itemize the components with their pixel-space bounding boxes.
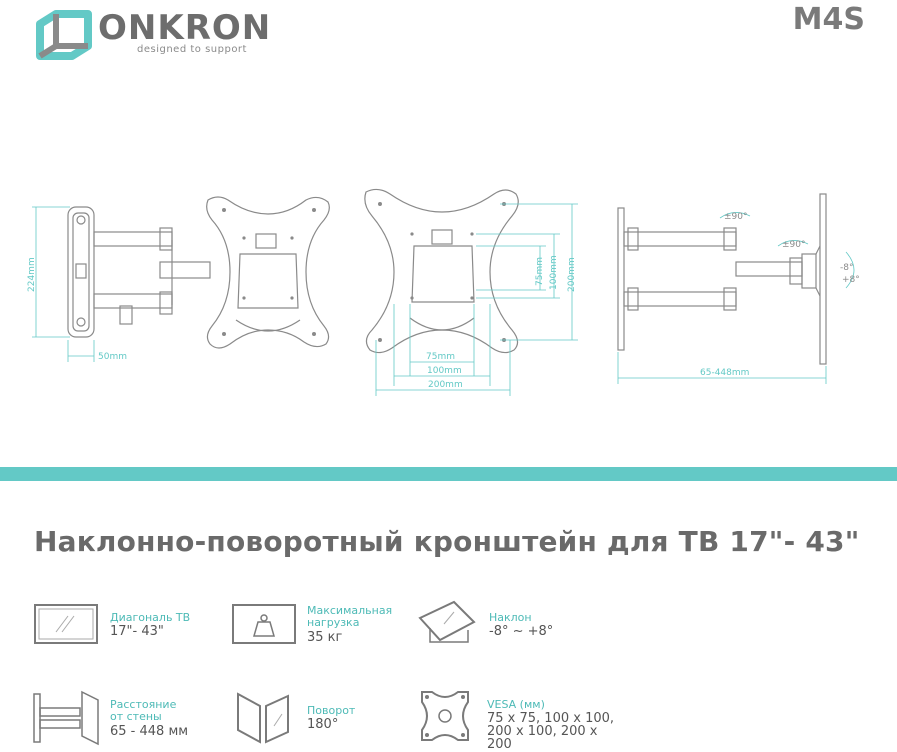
spec-tilt-label: Наклон <box>489 611 532 624</box>
tilt-icon <box>418 600 476 643</box>
wall-distance-icon <box>33 690 99 746</box>
dim-vesa-200-vertical: 200mm <box>567 257 577 292</box>
spec-vesa-value: 75 x 75, 100 x 100, 200 x 100, 200 x 200 <box>487 711 615 752</box>
dim-vesa-75-horizontal: 75mm <box>426 352 455 362</box>
vesa-plate-icon <box>421 691 469 741</box>
spec-distance-value: 65 - 448 мм <box>110 724 189 739</box>
spec-load-value: 35 кг <box>307 630 343 645</box>
dim-vesa-100-horizontal: 100mm <box>427 366 462 376</box>
brand-name: ONKRON <box>98 8 272 48</box>
spec-swivel-label: Поворот <box>307 704 356 717</box>
model-code: M4S <box>792 2 865 37</box>
spec-diagonal-value: 17"- 43" <box>110 624 164 639</box>
weight-icon <box>232 604 296 644</box>
dim-vesa-75-vertical: 75mm <box>535 257 545 286</box>
spec-load-label: Максимальная нагрузка <box>307 604 393 629</box>
brand-tagline: designed to support <box>137 44 247 55</box>
dim-vesa-200-horizontal: 200mm <box>428 380 463 390</box>
technical-drawing: 224mm 50mm <box>27 188 860 396</box>
accent-stripe <box>0 467 897 481</box>
dim-vesa-100-vertical: 100mm <box>549 255 559 290</box>
tilt-up-label: -8° <box>840 263 853 273</box>
dim-height-label: 224mm <box>27 257 37 292</box>
onkron-logo-icon <box>36 10 92 60</box>
spec-distance-label: Расстояние от стены <box>110 698 177 723</box>
swivel-wall-label: ±90° <box>724 212 748 222</box>
dim-extension-label: 65-448mm <box>700 368 749 378</box>
spec-diagonal-label: Диагональ ТВ <box>110 611 191 624</box>
product-title: Наклонно-поворотный кронштейн для ТВ 17"… <box>34 525 860 558</box>
dim-depth-label: 50mm <box>98 352 127 362</box>
spec-swivel-value: 180° <box>307 717 339 732</box>
swivel-head-label: ±90° <box>782 240 806 250</box>
spec-vesa-label: VESA (мм) <box>487 698 545 711</box>
tilt-down-label: +8° <box>842 275 860 285</box>
spec-tilt-value: -8° ~ +8° <box>489 624 554 639</box>
tv-diagonal-icon <box>34 604 98 644</box>
swivel-icon <box>237 692 289 744</box>
